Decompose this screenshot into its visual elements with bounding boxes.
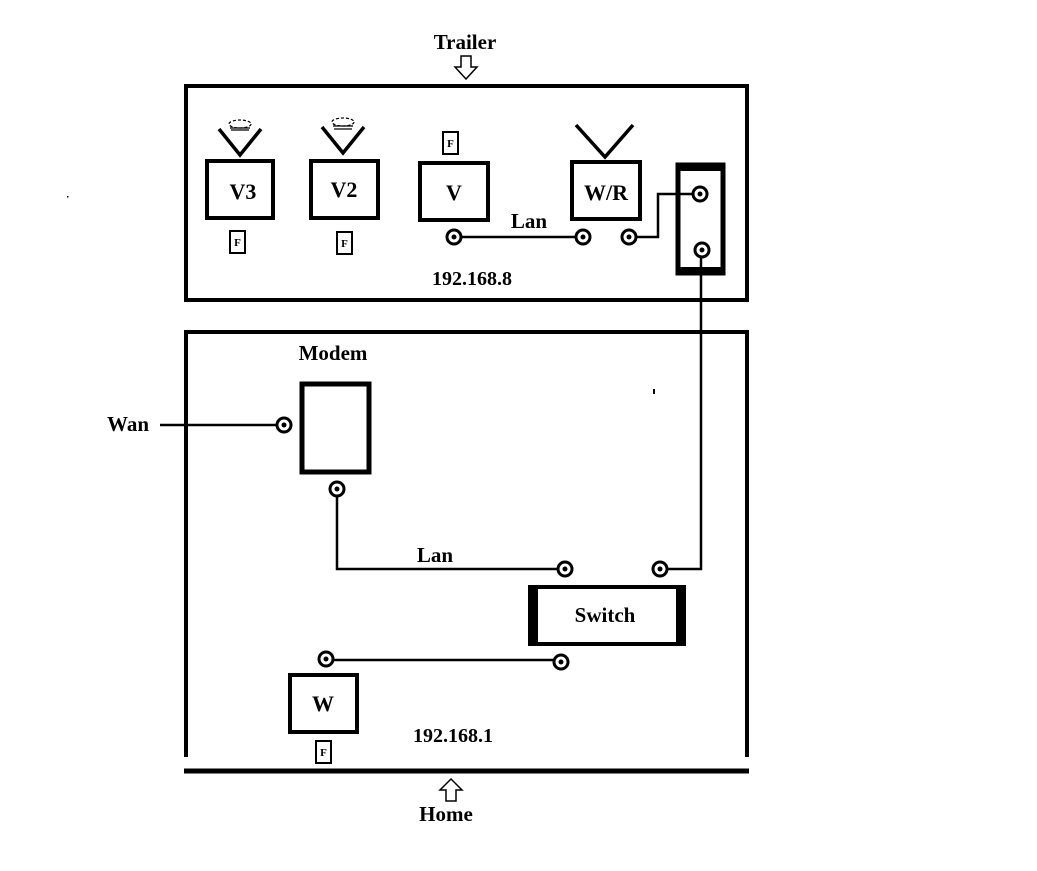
v2-label: V2 <box>331 177 358 202</box>
antenna-icon <box>574 123 635 160</box>
port-wr-lan <box>574 228 592 246</box>
port-wr-wan <box>620 228 638 246</box>
w-label: W <box>312 691 334 716</box>
dish-icon <box>217 119 263 158</box>
svg-text:F: F <box>341 238 348 250</box>
home-lan-label: Lan <box>417 543 454 567</box>
svg-text:F: F <box>447 138 454 150</box>
trailer-enclosure <box>184 84 749 302</box>
port-switch-2 <box>651 560 669 578</box>
svg-text:F: F <box>234 237 241 249</box>
v-label: V <box>446 180 462 205</box>
port-switch-1 <box>556 560 574 578</box>
home-lan-wire <box>335 489 565 571</box>
f-tag-w: F <box>315 740 332 764</box>
trailer-lan-label: Lan <box>511 209 548 233</box>
speck <box>653 389 655 394</box>
home-subnet-label: 192.168.1 <box>413 725 493 747</box>
dish-icon <box>320 117 366 156</box>
switch-label: Switch <box>575 603 636 627</box>
f-tag-v: F <box>442 131 459 155</box>
port-w <box>317 650 335 668</box>
trailer-subnet-label: 192.168.8 <box>432 268 512 290</box>
speck <box>67 196 69 198</box>
v3-label: V3 <box>230 179 257 204</box>
f-tag-v3: F <box>229 230 246 254</box>
device-v3: V3 F <box>205 119 275 254</box>
svg-text:F: F <box>320 747 327 759</box>
arrow-up-icon <box>438 777 464 802</box>
device-v: F V <box>418 131 490 222</box>
modem-label: Modem <box>299 341 368 365</box>
home-label: Home <box>419 802 473 826</box>
port-jack-bottom <box>693 241 711 259</box>
wan-label: Wan <box>107 412 149 436</box>
trailer-home-cable <box>660 250 703 571</box>
home-enclosure <box>184 330 749 757</box>
device-v2: V2 F <box>309 117 380 255</box>
modem-box <box>299 381 372 475</box>
port-modem-lan <box>328 480 346 498</box>
device-wr: W/R <box>570 123 642 221</box>
f-tag-v2: F <box>336 231 353 255</box>
device-w: W F <box>288 673 359 764</box>
arrow-down-icon <box>453 55 479 81</box>
port-v <box>445 228 463 246</box>
trailer-label: Trailer <box>434 30 497 54</box>
wr-to-jack-wire <box>630 192 700 239</box>
port-jack-top <box>691 185 709 203</box>
device-switch: Switch <box>528 585 686 646</box>
port-modem-wan <box>275 416 293 434</box>
port-switch-3 <box>552 653 570 671</box>
wr-label: W/R <box>584 180 629 205</box>
